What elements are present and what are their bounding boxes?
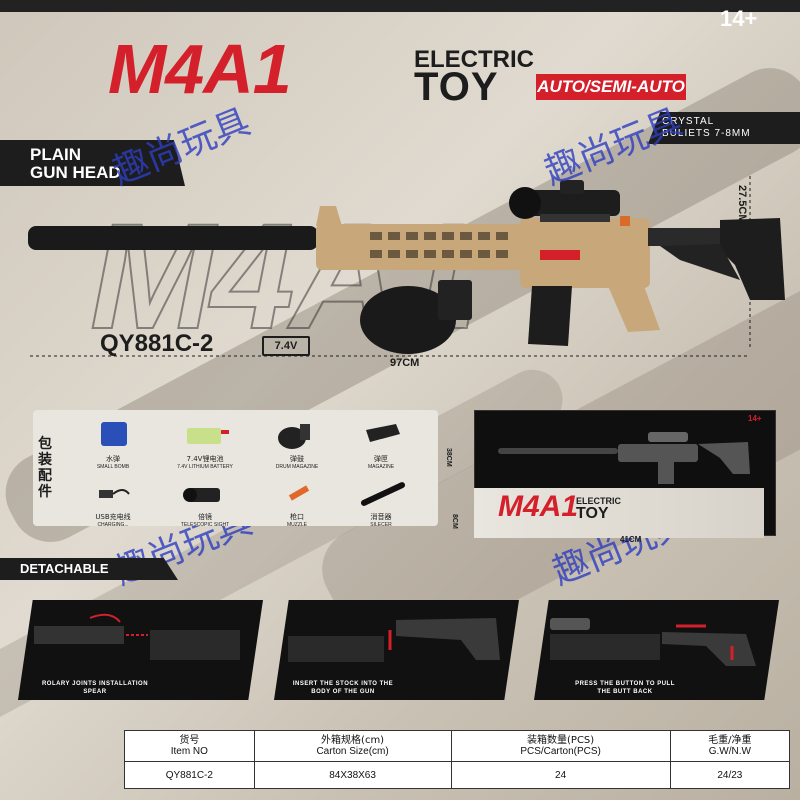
accessory-cn: 7.4V锂电池 [186, 455, 224, 463]
accessory-en: SMALL BOMB [96, 464, 130, 470]
step-2-label: INSERT THE STOCK INTO THE BODY OF THE GU… [292, 681, 394, 695]
step-1-label: ROLARY JOINTS INSTALLATION SPEAR [41, 681, 149, 695]
step-3-label: PRESS THE BUTTON TO PULL THE BUTT BACK [575, 681, 675, 695]
accessory-en: MAGAZINE [367, 464, 395, 470]
step-3-illustration [550, 618, 756, 666]
spec-header-en: G.W/N.W [708, 746, 751, 757]
step-1-illustration [34, 613, 240, 660]
fire-mode-badge: AUTO/SEMI-AUTO [536, 74, 686, 100]
crystal-bullets-badge: CRYSTAL BULIETS 7-8MM [648, 112, 800, 144]
magazine-icon [528, 286, 572, 346]
drum-magazine-icon [278, 424, 310, 449]
spec-header-cn: 货号 [179, 735, 200, 746]
electric-label: ELECTRIC [414, 46, 534, 73]
accessory-en: 7.4V LITHIUM BATTERY [177, 464, 233, 470]
water-beads-icon [101, 422, 127, 446]
box-electric-label: ELECTRIC [576, 496, 621, 506]
spec-header-cell: 外箱规格(cm)Carton Size(cm) [253, 730, 452, 762]
spec-item-no: QY881C-2 [124, 761, 255, 789]
box-depth-dimension: 8CM [451, 514, 458, 529]
spec-header-en: Item NO [170, 746, 208, 757]
accessory-en: SILECER [370, 522, 392, 528]
pistol-grip [608, 286, 660, 332]
spec-header-cn: 外箱规格(cm) [321, 735, 385, 746]
plain-gun-head-badge: PLAIN GUN HEAD [0, 140, 185, 186]
accessory-en: DRUM MAGAZINE [275, 464, 319, 470]
silencer-icon [28, 226, 318, 250]
product-title: M4A1 [108, 30, 292, 108]
spec-header-en: PCS/Carton(PCS) [520, 746, 601, 757]
gun-illustration [28, 176, 785, 357]
spec-header-en: Carton Size(cm) [316, 746, 389, 757]
length-dimension: 97CM [390, 357, 420, 369]
spec-carton-size: 84X38X63 [253, 761, 452, 789]
step-2-illustration [288, 618, 500, 662]
plain-line-2: GUN HEAD [30, 163, 121, 182]
box-height-dimension: 38CM [445, 448, 452, 467]
crystal-line-1: CRYSTAL [662, 116, 715, 127]
accessory-en: MUZZLE [287, 522, 307, 528]
model-number: QY881C-2 [100, 330, 214, 357]
spec-header-cell: 装箱数量(PCS)PCS/Carton(PCS) [450, 730, 671, 762]
usb-cable-icon [99, 489, 130, 498]
receiver [520, 218, 650, 288]
detachable-badge: DETACHABLE [0, 558, 178, 580]
drum-magazine-icon [360, 286, 456, 354]
spec-pcs-carton: 24 [450, 761, 671, 789]
silencer-icon [360, 482, 406, 506]
accessory-item: 弹匣 MAGAZINE [336, 420, 426, 471]
accessory-item: 7.4V锂电池 7.4V LITHIUM BATTERY [160, 420, 250, 471]
accessory-item: 枪口 MUZZLE [252, 480, 342, 529]
accessory-en: TELESCOPIC SIGHT [180, 522, 230, 528]
accessory-cn: 倍镜 [198, 513, 212, 521]
scope-icon [520, 190, 620, 216]
plain-line-1: PLAIN [30, 145, 81, 164]
spec-data-row: QY881C-2 84X38X63 24 24/23 [124, 761, 791, 789]
crystal-line-2: BULIETS 7-8MM [662, 128, 751, 139]
spec-header-cn: 毛重/净重 [708, 735, 752, 746]
box-toy-label: TOY [576, 505, 609, 522]
toy-label: TOY [414, 65, 499, 109]
accessory-item: 消音器 SILECER [336, 480, 426, 529]
battery-voltage: 7.4V [262, 336, 310, 356]
box-title: M4A1 [498, 490, 579, 523]
accessory-item: USB充电线 CHARGING... [68, 480, 158, 529]
age-rating: 14+ [720, 6, 758, 31]
accessory-cn: 弹鼓 [290, 455, 304, 463]
accessory-en: CHARGING... [97, 522, 129, 528]
accessory-cn: 枪口 [290, 513, 304, 521]
accessory-cn: 消音器 [370, 513, 392, 521]
accessory-cn: USB充电线 [95, 513, 131, 521]
box-width-dimension: 41CM [620, 535, 642, 544]
accessory-cn: 水弹 [106, 455, 120, 463]
accessory-item: 弹鼓 DRUM MAGAZINE [252, 420, 342, 471]
accessory-item: 水弹 SMALL BOMB [68, 420, 158, 471]
box-gun-illustration [498, 432, 750, 484]
top-bar [0, 0, 800, 12]
scope-icon [183, 488, 220, 502]
box-age-rating: 14+ [748, 414, 762, 423]
height-dimension: 27.5CM [736, 185, 748, 224]
accessories-side-label: 包装配件 [38, 436, 52, 500]
handguard [316, 224, 530, 270]
muzzle-icon [288, 485, 310, 501]
stock [720, 218, 785, 300]
product-box-front [474, 488, 764, 538]
spec-header-cn: 装箱数量(PCS) [527, 735, 595, 746]
magazine-icon [366, 424, 400, 442]
accessory-item: 倍镜 TELESCOPIC SIGHT [160, 480, 250, 529]
accessory-cn: 弹匣 [374, 455, 388, 463]
battery-icon [187, 428, 229, 444]
spec-weight: 24/23 [669, 761, 791, 789]
